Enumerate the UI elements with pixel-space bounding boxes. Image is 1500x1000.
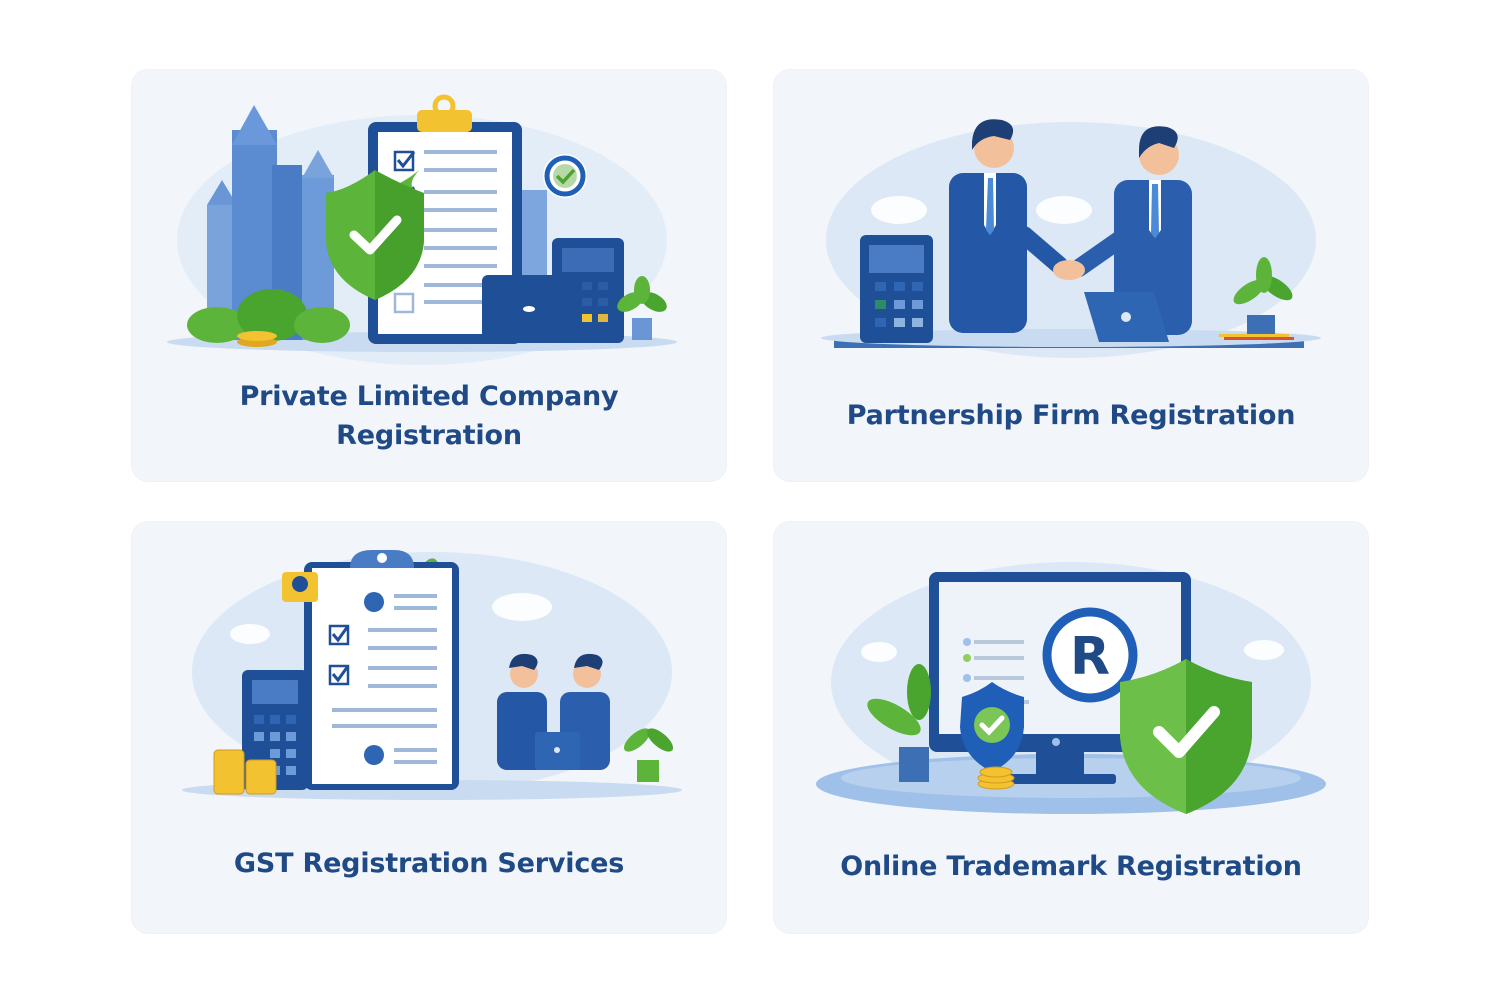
card-title-line-1: Private Limited Company xyxy=(239,381,619,412)
coins-icon xyxy=(213,749,277,795)
plant-icon xyxy=(617,276,667,340)
card-title: Partnership Firm Registration xyxy=(846,400,1296,431)
calculator-icon xyxy=(860,235,933,343)
pencils-icon xyxy=(1219,334,1294,340)
coins-icon xyxy=(237,331,277,347)
service-card-gst-registration[interactable]: GST Registration Services xyxy=(132,522,726,933)
online-trademark-illustration: R xyxy=(816,562,1326,814)
card-title: Online Trademark Registration xyxy=(840,851,1302,882)
green-shield-check-icon xyxy=(1120,659,1252,814)
two-businessmen-meeting-icon xyxy=(497,653,610,770)
service-card-private-limited-company[interactable]: Private Limited Company Registration xyxy=(132,70,726,481)
laptop-icon xyxy=(1084,292,1169,342)
check-badge-icon xyxy=(543,154,587,198)
blue-shield-check-icon xyxy=(960,682,1024,772)
plant-bushes-icon xyxy=(187,289,350,343)
private-limited-company-illustration xyxy=(167,94,677,365)
card-title-line-2: Registration xyxy=(336,420,522,451)
laptop-icon xyxy=(482,275,577,343)
green-shield-check-icon xyxy=(326,170,424,300)
notification-badge-icon xyxy=(282,572,318,602)
coins-icon xyxy=(977,766,1015,790)
registered-trademark-icon: R xyxy=(1042,607,1138,703)
plant-icon xyxy=(623,728,674,782)
gst-registration-illustration xyxy=(182,550,682,800)
clipboard-checklist-icon xyxy=(304,550,459,790)
service-card-online-trademark[interactable]: R Online Trademark Registration xyxy=(774,522,1368,933)
card-title: GST Registration Services xyxy=(233,848,625,879)
svg-text:R: R xyxy=(1070,627,1110,687)
partnership-firm-illustration xyxy=(821,119,1321,358)
plant-icon xyxy=(1233,257,1293,335)
service-card-partnership-firm[interactable]: Partnership Firm Registration xyxy=(774,70,1368,481)
plant-icon xyxy=(867,664,931,782)
card-title: Private Limited Company Registration xyxy=(132,377,726,455)
